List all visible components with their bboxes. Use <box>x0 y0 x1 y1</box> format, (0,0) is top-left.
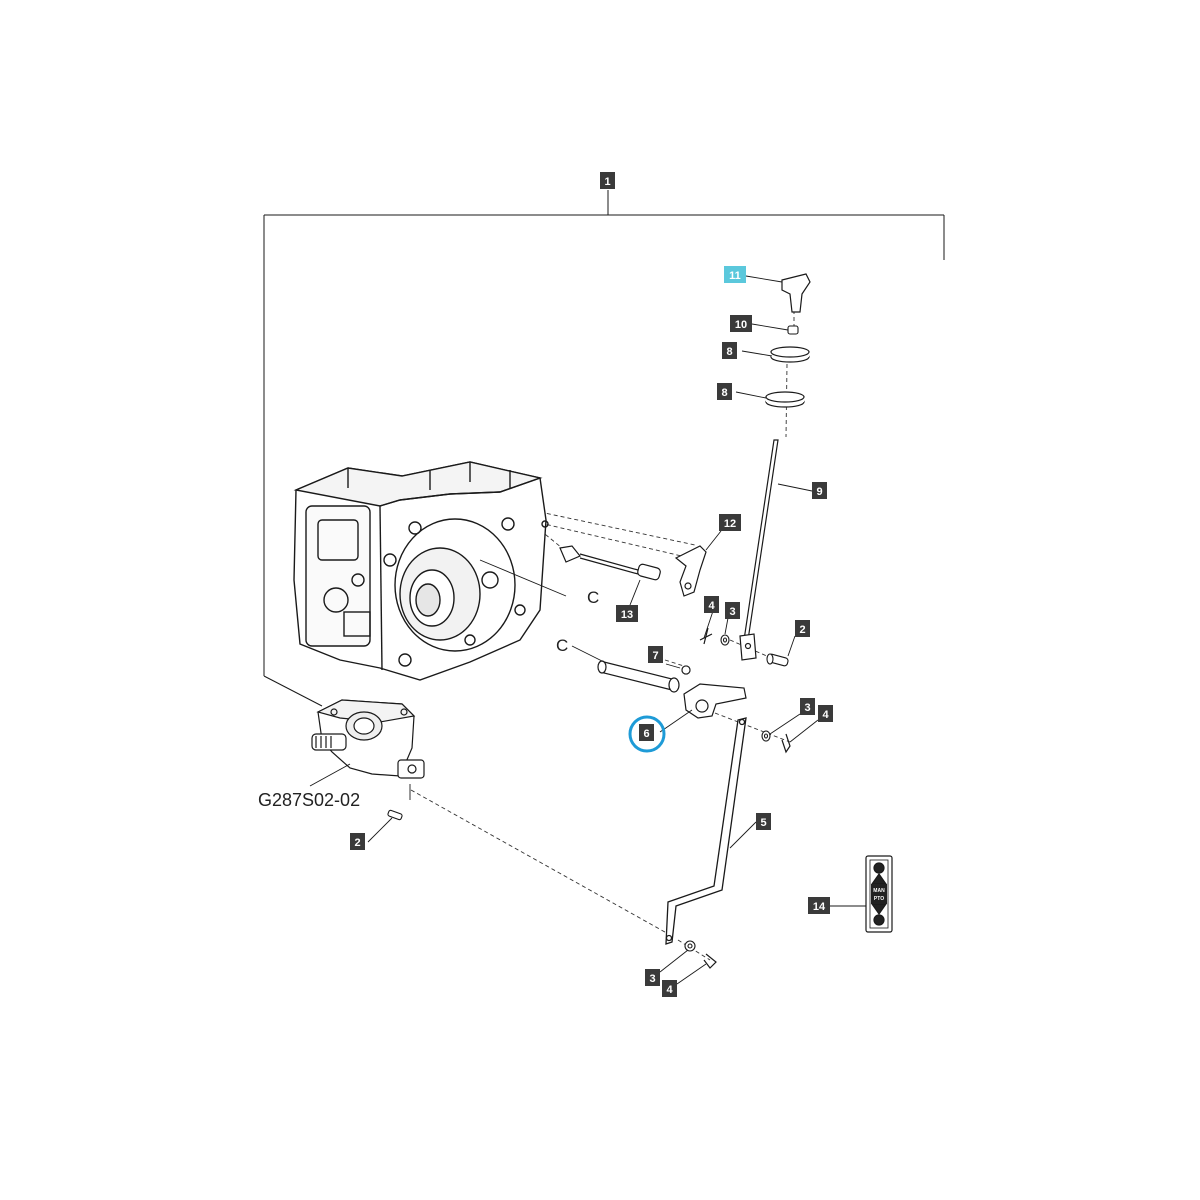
callout-3-lower[interactable]: 3 <box>645 969 660 986</box>
callout-7[interactable]: 7 <box>648 646 663 663</box>
part-14-decal: MAN PTO <box>865 855 893 933</box>
callout-2-upper[interactable]: 2 <box>795 620 810 637</box>
callout-6-text: 6 <box>643 728 649 740</box>
callout-3-middle[interactable]: 3 <box>800 698 815 715</box>
callout-3-middle-text: 3 <box>804 702 810 714</box>
callout-4-middle-text: 4 <box>822 709 829 721</box>
callout-8-lower[interactable]: 8 <box>717 383 732 400</box>
part-11-knob <box>781 273 811 313</box>
connector-letter-c-upper: C <box>587 588 599 607</box>
decal-text-man: MAN <box>873 888 885 894</box>
part-13-cable <box>559 545 661 581</box>
connector-letter-c-lower: C <box>556 636 568 655</box>
callout-12-text: 12 <box>724 518 736 530</box>
callout-8-lower-text: 8 <box>721 387 727 399</box>
part-2-pin-lower <box>387 809 403 821</box>
callout-2-lower[interactable]: 2 <box>350 833 365 850</box>
callout-1[interactable]: 1 <box>600 172 615 189</box>
part-5-link-rod <box>665 717 747 945</box>
part-3-washer-lower <box>684 940 696 952</box>
callout-9[interactable]: 9 <box>812 482 827 499</box>
callout-4-upper[interactable]: 4 <box>704 596 719 613</box>
part-8-disc-upper <box>770 346 810 363</box>
part-7-washer <box>681 665 691 675</box>
callout-4-lower[interactable]: 4 <box>662 980 677 997</box>
part-4-cotter-pin-upper <box>699 627 713 645</box>
reference-code: G287S02-02 <box>258 790 360 810</box>
part-8-disc-lower <box>765 391 805 408</box>
callout-2-upper-text: 2 <box>799 624 805 636</box>
callout-7-text: 7 <box>652 650 658 662</box>
callout-5-text: 5 <box>760 817 766 829</box>
callout-3-upper-text: 3 <box>729 606 735 618</box>
callout-10-text: 10 <box>735 319 747 331</box>
callout-2-lower-text: 2 <box>354 837 360 849</box>
callout-3-lower-text: 3 <box>649 973 655 985</box>
assembly-bracket <box>263 190 945 707</box>
leader-lines <box>309 275 866 985</box>
callout-14-text: 14 <box>813 901 826 913</box>
selection-ring <box>628 715 666 753</box>
callout-14[interactable]: 14 <box>808 897 830 914</box>
part-4-cotter-pin-lower <box>703 953 717 969</box>
callout-1-text: 1 <box>604 176 610 188</box>
pto-gearbox <box>311 699 425 779</box>
callout-11[interactable]: 11 <box>724 266 746 283</box>
part-10-collar <box>787 325 799 335</box>
callout-9-text: 9 <box>816 486 822 498</box>
decal-text-pto: PTO <box>874 896 884 902</box>
callout-4-upper-text: 4 <box>708 600 715 612</box>
callout-13-text: 13 <box>621 609 633 621</box>
part-7-shaft <box>597 660 691 693</box>
callout-4-middle[interactable]: 4 <box>818 705 833 722</box>
callout-8-upper-text: 8 <box>726 346 732 358</box>
part-3-washer-middle <box>761 730 771 742</box>
part-4-cotter-pin-middle <box>781 733 791 754</box>
callout-4-lower-text: 4 <box>666 984 673 996</box>
callout-10[interactable]: 10 <box>730 315 752 332</box>
callout-13[interactable]: 13 <box>616 605 638 622</box>
callout-11-text: 11 <box>729 270 741 282</box>
part-3-washer-upper <box>720 634 730 646</box>
callout-5[interactable]: 5 <box>756 813 771 830</box>
part-6-lever <box>683 683 747 719</box>
transmission-housing <box>293 461 549 681</box>
part-9-rod <box>739 439 779 661</box>
callout-3-upper[interactable]: 3 <box>725 602 740 619</box>
callout-8-upper[interactable]: 8 <box>722 342 737 359</box>
part-12-bracket <box>674 545 707 597</box>
callout-6[interactable]: 6 <box>639 724 654 741</box>
part-2-pin-upper <box>766 653 789 667</box>
callout-12[interactable]: 12 <box>719 514 741 531</box>
